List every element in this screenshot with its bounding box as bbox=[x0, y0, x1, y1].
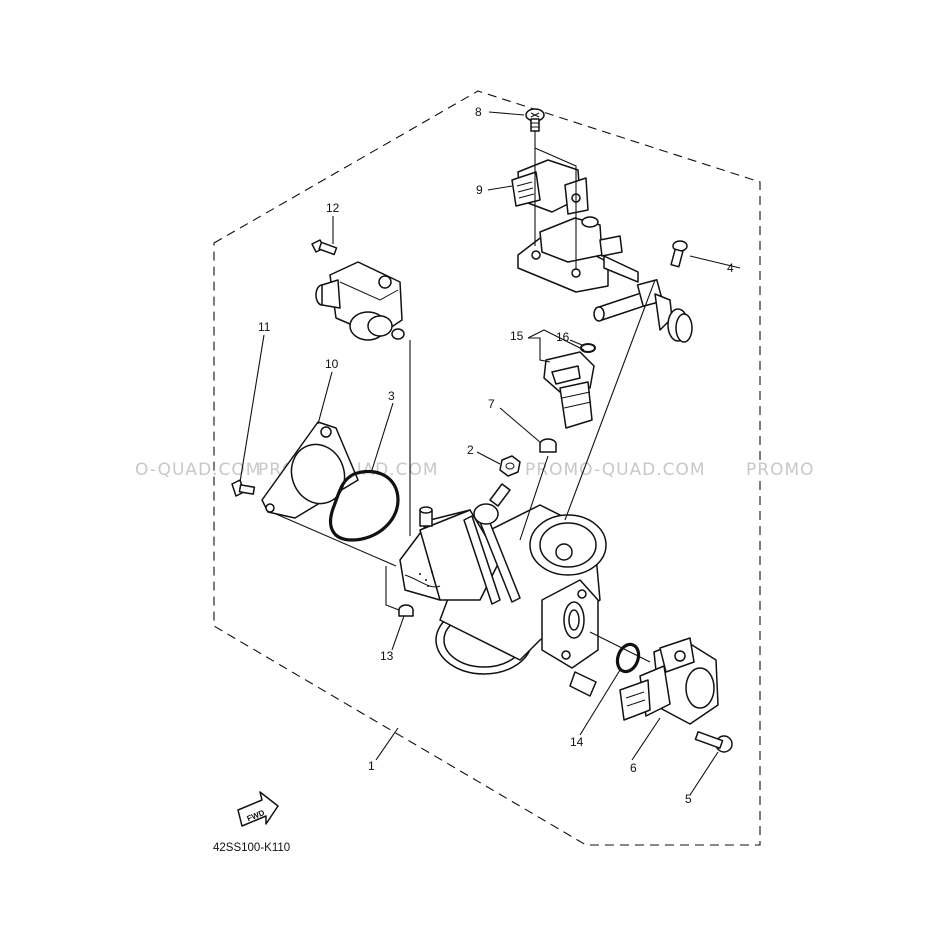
tps-part-6 bbox=[619, 637, 719, 725]
injector-part-15 bbox=[543, 351, 595, 429]
callout-10: 10 bbox=[325, 357, 339, 371]
gasket-plate-part-10 bbox=[261, 421, 359, 519]
screw-part-11 bbox=[231, 479, 256, 497]
nut-part-2 bbox=[499, 455, 521, 477]
callout-7: 7 bbox=[488, 397, 495, 411]
assembly-boundary bbox=[213, 90, 761, 846]
callout-15: 15 bbox=[510, 329, 524, 343]
callout-2: 2 bbox=[467, 443, 474, 457]
plug-part-13 bbox=[398, 604, 414, 617]
callout-14: 14 bbox=[570, 735, 584, 749]
o-ring-part-3 bbox=[329, 469, 400, 542]
watermark-text-4: PROMO bbox=[746, 460, 815, 480]
callout-13: 13 bbox=[380, 649, 394, 663]
o-ring-part-16 bbox=[580, 343, 596, 353]
watermark-text-3: PROMO-QUAD.COM bbox=[525, 460, 706, 480]
sensor-part-9 bbox=[511, 159, 589, 215]
callout-labels: 8 9 12 4 11 15 16 10 3 7 2 13 14 1 6 5 bbox=[258, 105, 734, 806]
screw-part-12 bbox=[311, 239, 338, 256]
callout-8: 8 bbox=[475, 105, 482, 119]
bracket-assembly bbox=[517, 216, 639, 293]
o-ring-part-14 bbox=[615, 642, 641, 674]
screw-part-4 bbox=[670, 240, 688, 268]
callout-9: 9 bbox=[476, 183, 483, 197]
seal-part-7 bbox=[539, 438, 557, 453]
screw-part-5 bbox=[694, 731, 733, 753]
callout-1: 1 bbox=[368, 759, 375, 773]
callout-3: 3 bbox=[388, 389, 395, 403]
watermark: O-QUAD.COM PROMO-QUAD.COM PROMO-QUAD.COM… bbox=[135, 460, 815, 480]
leader-lines bbox=[239, 111, 741, 796]
sensor-mount bbox=[541, 579, 599, 697]
callout-12: 12 bbox=[326, 201, 340, 215]
screw-part-8 bbox=[525, 108, 545, 132]
forward-arrow-icon: FWD bbox=[237, 791, 279, 827]
callout-5: 5 bbox=[685, 792, 692, 806]
callout-11: 11 bbox=[258, 320, 271, 334]
callout-4: 4 bbox=[727, 261, 734, 275]
watermark-text-1: O-QUAD.COM bbox=[135, 460, 261, 480]
callout-6: 6 bbox=[630, 761, 637, 775]
idle-control-body bbox=[315, 261, 405, 341]
callout-16: 16 bbox=[556, 330, 570, 344]
diagram-code: 42SS100-K110 bbox=[213, 842, 290, 854]
